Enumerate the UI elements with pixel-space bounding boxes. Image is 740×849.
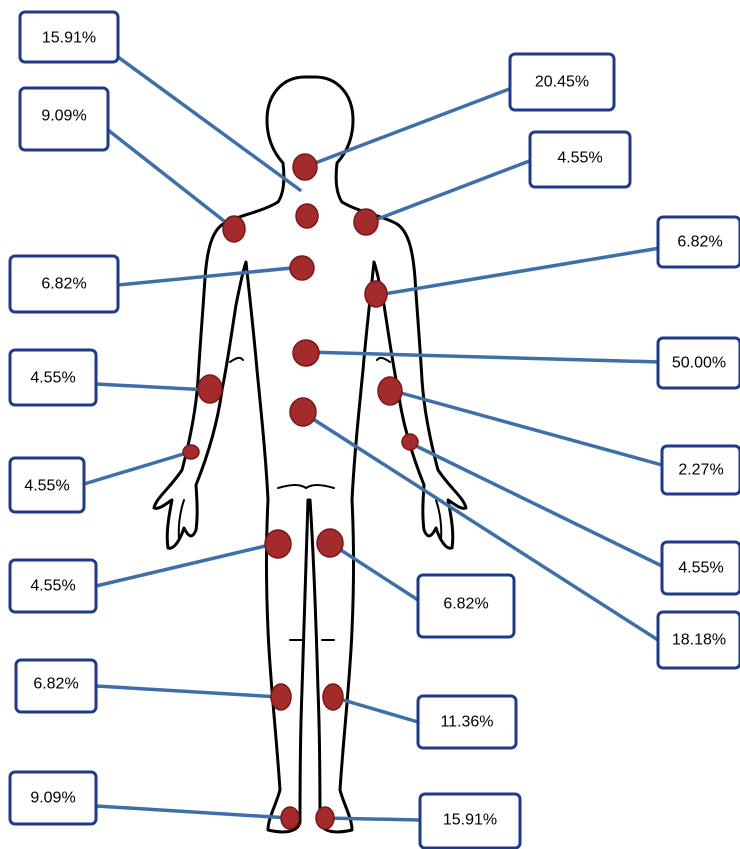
marker-thigh-right [317,529,343,557]
marker-knee-left [271,684,291,710]
label-upper-back: 6.82% [41,276,86,293]
label-box-ankle-right: 15.91% [420,794,520,848]
marker-shoulder-right [354,209,378,235]
label-box-thigh-right: 6.82% [418,575,514,637]
marker-thigh-left [265,530,291,558]
label-wrist-right: 4.55% [678,560,723,577]
label-shoulder-left: 9.09% [41,108,86,125]
marker-shoulder-left [223,216,245,242]
label-lower-back: 50.00% [672,355,726,372]
label-box-elbow-left: 4.55% [10,350,96,405]
marker-knee-right [323,684,343,710]
label-box-wrist-left: 4.55% [10,458,84,512]
label-wrist-left: 4.55% [24,478,69,495]
marker-wrist-right [402,434,418,450]
label-knee-left: 6.82% [33,676,78,693]
leader-knee-left [96,686,280,697]
marker-wrist-left [183,445,199,459]
label-neck-lower: 20.45% [535,74,589,91]
label-box-upper-arm-right: 6.82% [658,217,740,267]
marker-hip-buttock [290,398,316,426]
marker-neck-lower [293,154,317,180]
label-box-upper-back: 6.82% [10,256,118,312]
leader-upper-back [118,267,302,285]
marker-ankle-left [281,807,299,829]
label-box-shoulder-right: 4.55% [530,132,630,187]
label-thigh-right: 6.82% [443,596,488,613]
marker-ankle-right [316,807,334,829]
label-box-lower-back: 50.00% [658,338,740,388]
label-box-ankle-left: 9.09% [10,772,96,824]
label-box-neck-lower: 20.45% [510,54,614,110]
label-thigh-left: 4.55% [30,578,75,595]
marker-neck-upper [296,204,318,228]
label-box-knee-right: 11.36% [418,696,516,748]
label-upper-arm-right: 6.82% [677,234,722,251]
label-neck-upper: 15.91% [42,30,96,47]
leader-elbow-left [96,384,209,390]
label-box-shoulder-left: 9.09% [20,88,108,150]
label-box-neck-upper: 15.91% [20,12,118,62]
marker-lower-back [293,340,319,366]
leader-ankle-left [96,806,290,818]
label-shoulder-right: 4.55% [557,150,602,167]
leader-thigh-right [330,543,418,600]
label-box-knee-left: 6.82% [16,660,96,712]
marker-elbow-right [378,377,402,405]
label-box-thigh-left: 4.55% [10,560,96,612]
label-box-elbow-right: 2.27% [662,446,740,494]
leader-shoulder-left [108,130,233,228]
leader-neck-lower [310,88,512,165]
label-hip-buttock: 18.18% [672,632,726,649]
leader-thigh-left [96,543,278,586]
leader-shoulder-right [370,160,532,222]
label-elbow-right: 2.27% [678,462,723,479]
marker-upper-arm-right [365,281,387,307]
label-knee-right: 11.36% [440,714,493,731]
label-box-wrist-right: 4.55% [662,542,740,594]
leader-upper-arm-right [378,248,660,295]
leader-lower-back [306,352,660,362]
label-ankle-left: 9.09% [30,790,75,807]
leader-ankle-right [325,818,420,820]
label-elbow-left: 4.55% [30,370,75,387]
label-box-hip-buttock: 18.18% [658,612,740,668]
leader-neck-upper [118,57,300,190]
marker-elbow-left [198,375,222,403]
label-ankle-right: 15.91% [443,812,497,829]
marker-upper-back [290,256,314,280]
